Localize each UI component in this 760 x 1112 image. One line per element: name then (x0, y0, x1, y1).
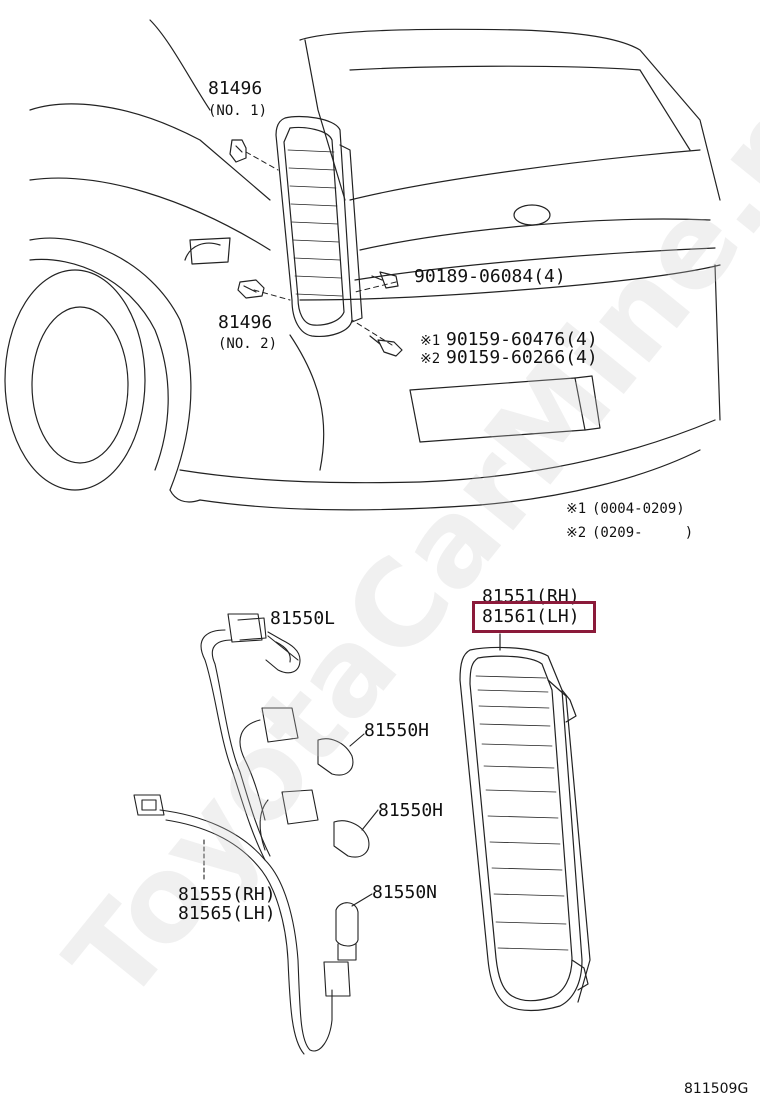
side-lamp-installed (276, 117, 362, 337)
label-screw-upper[interactable]: 90189-06084(4) (414, 266, 566, 287)
screw-lower (370, 336, 402, 356)
note-1-text: (0004-0209) (592, 501, 685, 517)
diagram-code: 811509G (684, 1081, 749, 1097)
label-screw-b-mark: ※2 (420, 351, 441, 367)
note-1-mark: ※1 (566, 501, 587, 517)
label-bracket-no1[interactable]: 81496 (208, 78, 263, 99)
label-bracket-no1-sub: (NO. 1) (208, 103, 268, 119)
label-screw-b[interactable]: 90159-60266(4) (446, 347, 598, 368)
label-bracket-no2-sub: (NO. 2) (218, 336, 278, 352)
label-screw-a[interactable]: 90159-60476(4) (446, 329, 598, 350)
screw-upper (372, 272, 398, 288)
label-harness-rh[interactable]: 81555(RH) (178, 884, 276, 905)
clip-no1 (230, 140, 246, 162)
note-2-text: (0209- ) (592, 525, 694, 541)
label-screw-a-mark: ※1 (420, 333, 441, 349)
clip-no2 (238, 280, 264, 298)
label-harness-lh[interactable]: 81565(LH) (178, 903, 276, 924)
highlight-box (472, 601, 596, 633)
label-bulb-h1[interactable]: 81550H (364, 720, 430, 741)
note-2-mark: ※2 (566, 525, 587, 541)
label-lamp-lh[interactable]: 81561(LH) (482, 606, 580, 627)
label-bracket-no2[interactable]: 81496 (218, 312, 273, 333)
label-bulb-h2[interactable]: 81550H (378, 800, 444, 821)
wiring-harness (134, 614, 378, 1054)
label-bulb-l[interactable]: 81550L (270, 608, 336, 629)
label-bulb-n[interactable]: 81550N (372, 882, 438, 903)
side-lamp-assembly (460, 634, 590, 1011)
vehicle-rear-body (5, 20, 720, 510)
